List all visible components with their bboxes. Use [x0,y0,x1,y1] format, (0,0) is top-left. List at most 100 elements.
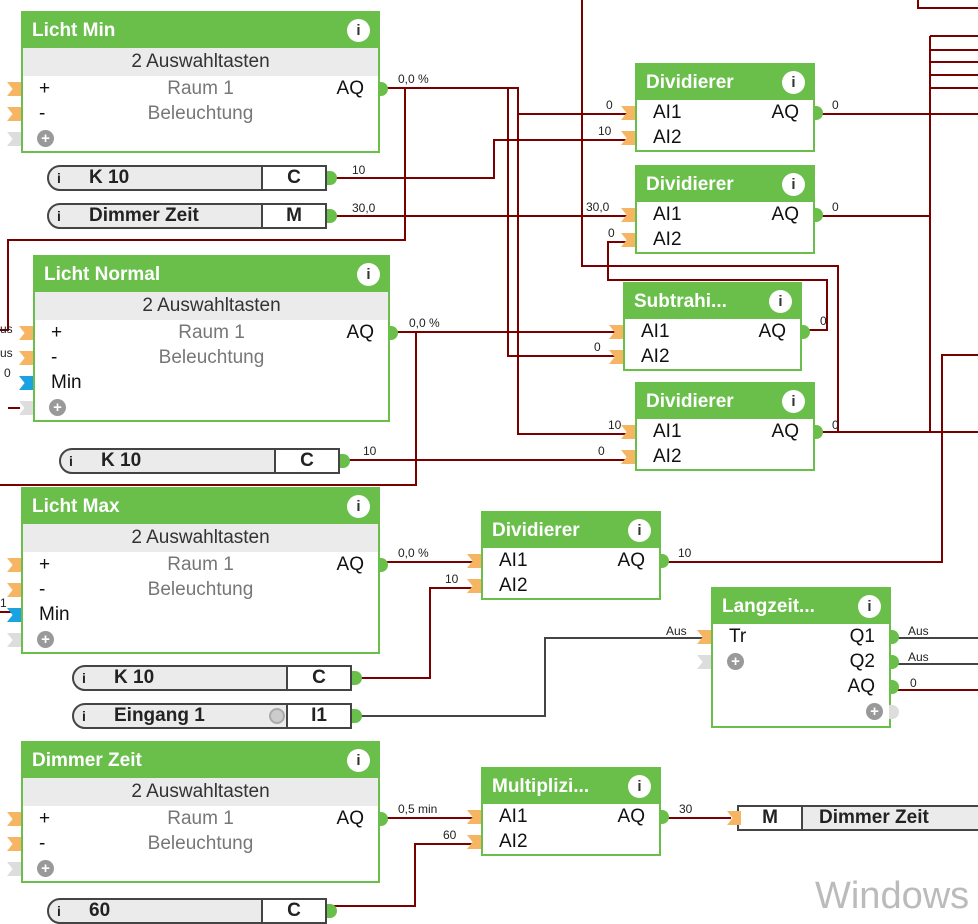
wire[interactable] [358,587,475,679]
wire[interactable] [333,843,475,907]
output-pin[interactable] [327,209,337,223]
input-pin[interactable] [621,233,635,247]
output-pin[interactable] [813,106,823,120]
wire[interactable] [333,139,628,179]
wire[interactable] [517,114,628,435]
wire[interactable] [358,637,705,717]
output-pin[interactable] [813,208,823,222]
add-input-icon[interactable]: + [37,860,54,877]
info-icon[interactable]: i [57,208,61,224]
input-pin[interactable] [621,106,635,120]
input-pin[interactable] [697,630,711,644]
wire[interactable] [667,354,978,563]
info-icon[interactable]: i [347,749,370,772]
input-pin[interactable] [621,450,635,464]
add-input-icon[interactable]: + [49,399,66,416]
input-pin[interactable] [697,655,711,669]
info-icon[interactable]: i [82,708,86,724]
input-pin[interactable] [467,810,481,824]
output-pin[interactable] [378,558,388,572]
input-pin[interactable] [621,208,635,222]
input-pin[interactable] [7,812,21,826]
output-pin[interactable] [659,810,669,824]
info-icon[interactable]: i [57,903,61,919]
input-pin[interactable] [7,862,21,876]
info-icon[interactable]: i [82,670,86,686]
input-pin[interactable] [7,837,21,851]
output-pin[interactable] [889,655,899,669]
block-header[interactable]: Subtrahi...i [625,284,800,319]
wire[interactable] [386,87,628,115]
wire[interactable] [581,0,839,432]
input-pin[interactable] [609,350,623,364]
wire[interactable] [0,332,417,486]
info-icon[interactable]: i [357,263,380,286]
info-icon[interactable]: i [769,290,792,313]
wire[interactable] [917,0,978,9]
output-pin[interactable] [889,680,899,694]
output-pin[interactable] [327,171,337,185]
info-icon[interactable]: i [347,495,370,518]
output-pin[interactable] [352,709,362,723]
info-icon[interactable]: i [628,519,651,542]
output-pin[interactable] [659,554,669,568]
info-icon[interactable]: i [782,173,805,196]
block-header[interactable]: Langzeit...i [713,589,889,624]
add-output-icon[interactable]: + [866,703,883,720]
output-pin[interactable] [388,326,398,340]
add-input-icon[interactable]: + [37,631,54,648]
info-icon[interactable]: i [628,775,651,798]
info-icon[interactable]: i [782,71,805,94]
input-pin[interactable] [19,401,33,415]
input-pin[interactable] [467,835,481,849]
output-pin[interactable] [327,904,337,918]
radio-icon[interactable] [269,708,285,724]
output-pin[interactable] [800,325,810,339]
input-pin[interactable] [7,608,21,622]
info-icon[interactable]: i [858,595,881,618]
input-pin[interactable] [7,107,21,121]
wire[interactable] [0,88,406,331]
input-pin[interactable] [19,376,33,390]
input-pin[interactable] [19,351,33,365]
output-pin[interactable] [889,705,899,719]
input-pin[interactable] [621,131,635,145]
input-pin[interactable] [19,326,33,340]
wire[interactable] [507,88,617,357]
input-pin[interactable] [7,82,21,96]
output-pin[interactable] [340,454,350,468]
output-pin[interactable] [378,812,388,826]
output-pin[interactable] [352,671,362,685]
input-pin[interactable] [7,132,21,146]
input-pin[interactable] [609,325,623,339]
output-pin[interactable] [378,82,388,96]
add-input-icon[interactable]: + [727,653,744,670]
input-pin[interactable] [7,633,21,647]
add-input-icon[interactable]: + [37,130,54,147]
output-pin[interactable] [889,630,899,644]
output-pin[interactable] [813,425,823,439]
input-pin[interactable] [467,554,481,568]
block-header[interactable]: Multiplizi...i [483,769,659,804]
wire[interactable] [607,241,828,331]
